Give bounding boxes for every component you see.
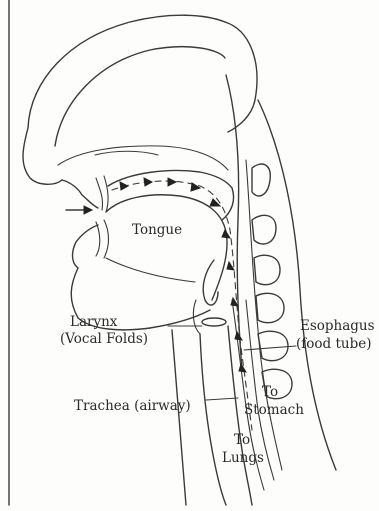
airflow-path <box>112 181 252 430</box>
esophagus-label: Esophagus <box>300 318 375 334</box>
arrow-head <box>120 182 128 190</box>
nasal-turbinate <box>95 151 158 155</box>
trachea-label: Trachea (airway) <box>74 398 191 414</box>
vertebra-5 <box>258 331 288 360</box>
lower-lip <box>73 225 99 268</box>
tongue-label: Tongue <box>132 222 182 238</box>
soft-palate <box>222 188 234 220</box>
vertebra-3 <box>254 255 280 284</box>
vocal-folds-label: (Vocal Folds) <box>60 331 148 347</box>
vertebrae <box>252 164 292 399</box>
front-of-neck <box>172 330 186 505</box>
trachea-front-wall <box>200 334 226 505</box>
vocal-folds <box>202 318 226 326</box>
arrow-head <box>144 178 152 186</box>
nasal-cavity <box>58 146 228 170</box>
upper-teeth <box>96 176 108 212</box>
floor-of-mouth <box>106 258 195 282</box>
vertebra-1 <box>252 164 270 196</box>
trachea-leader-line <box>206 398 238 400</box>
lower-teeth <box>96 220 109 258</box>
tongue-outline <box>106 195 227 300</box>
to-lungs-label-line1: To <box>234 432 250 448</box>
larynx-label: Larynx <box>70 314 117 330</box>
arrow-head <box>222 230 230 238</box>
airflow-arrows <box>66 178 252 430</box>
spine-front <box>246 160 282 470</box>
nose-profile <box>23 128 62 184</box>
jaw-line <box>150 310 210 328</box>
lungs-label: Lungs <box>222 450 264 466</box>
arrow-head <box>168 178 176 186</box>
epiglottis <box>203 260 218 305</box>
vertebra-4 <box>256 293 284 322</box>
arrow-head <box>239 364 246 372</box>
upper-lip <box>62 180 98 208</box>
skull-base <box>225 22 257 132</box>
head-outline <box>28 15 225 128</box>
food-tube-label: (food tube) <box>296 336 371 352</box>
arrow-head <box>191 183 200 191</box>
cranial-outline <box>55 47 225 146</box>
stomach-label: Stomach <box>244 402 304 418</box>
arrow-head <box>84 206 92 214</box>
vertebra-2 <box>252 215 276 244</box>
to-stomach-label-line1: To <box>262 384 278 400</box>
